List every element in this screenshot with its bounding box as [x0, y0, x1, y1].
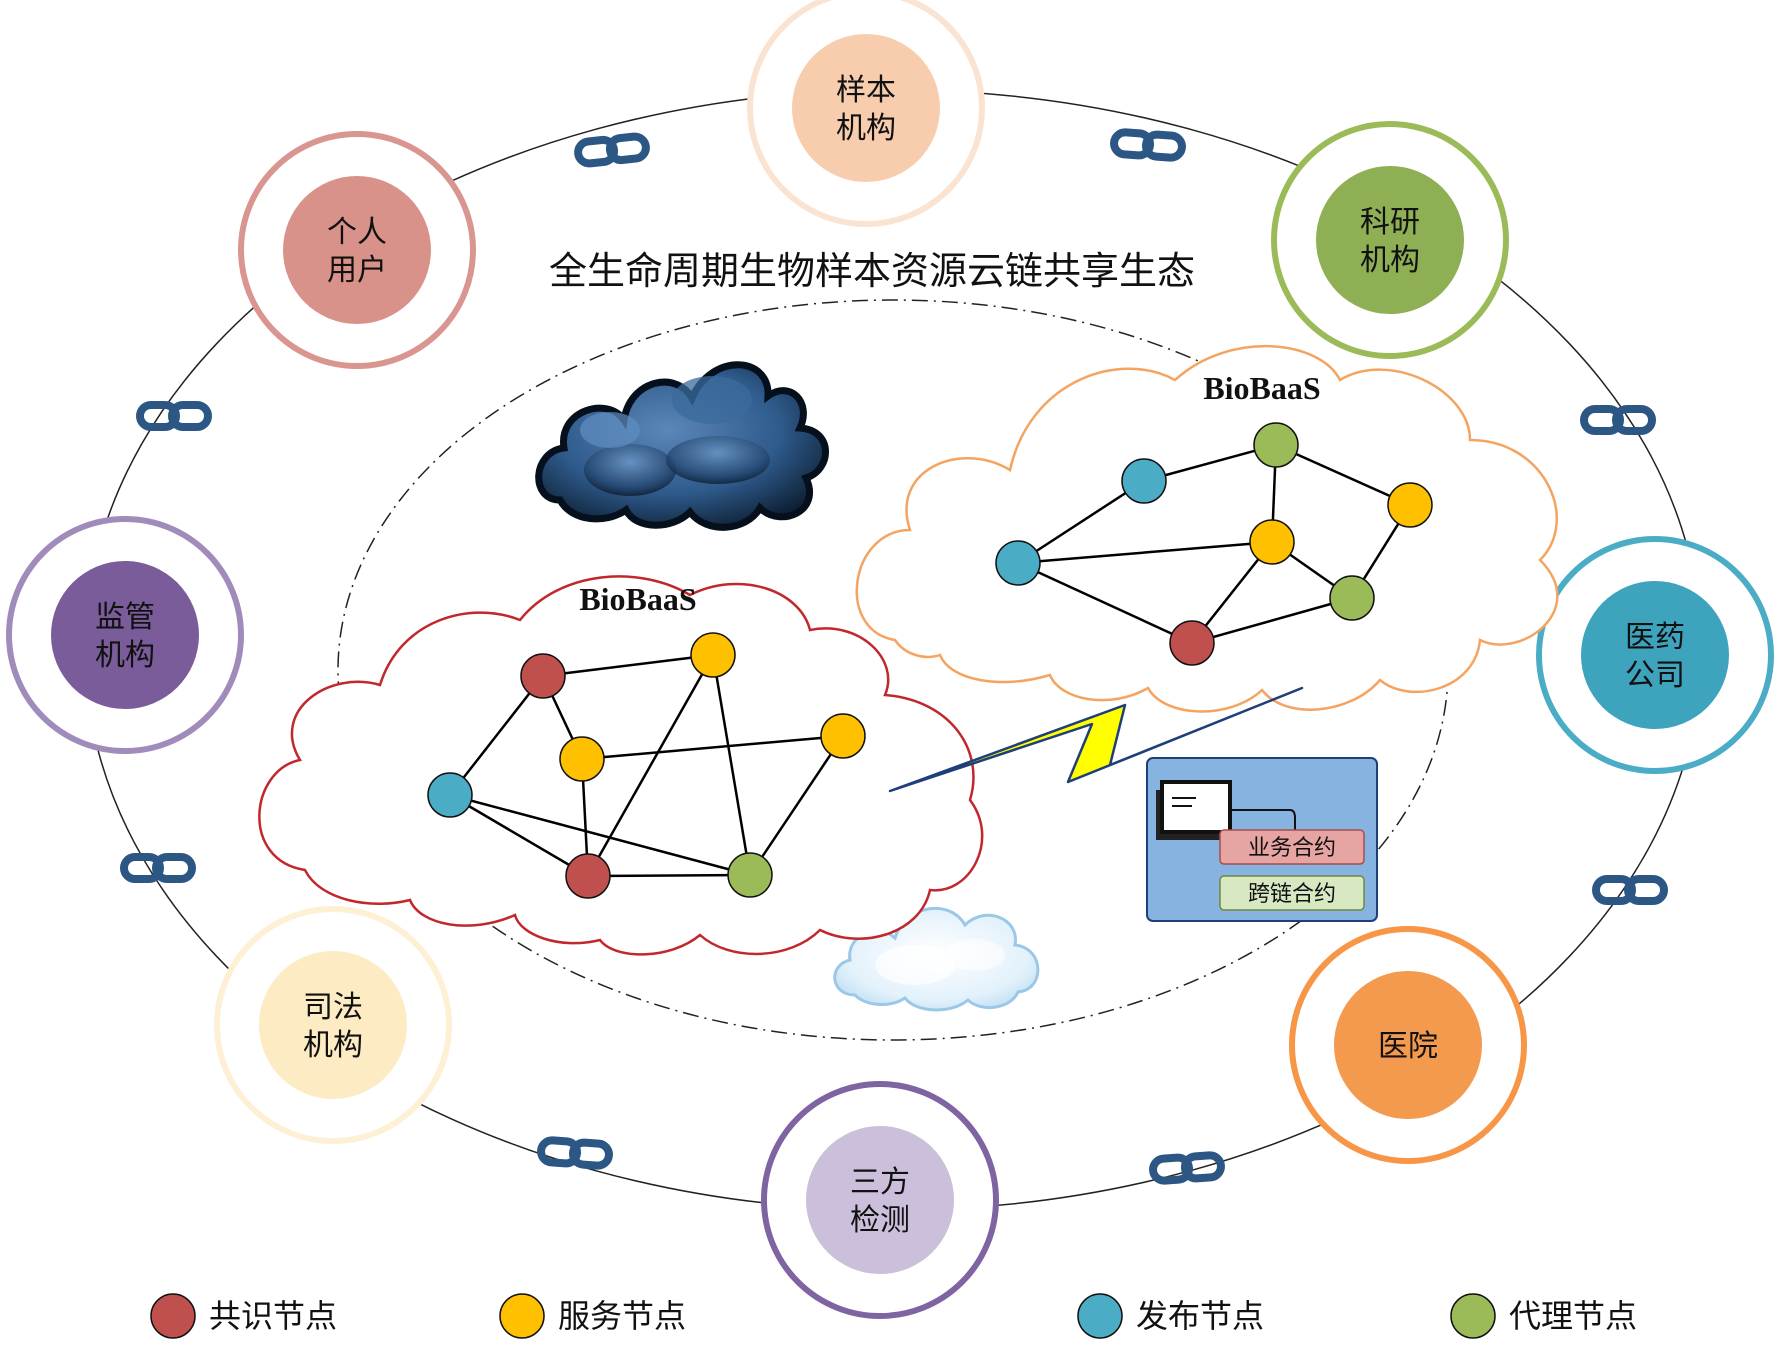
chain-link-icon — [1113, 132, 1182, 159]
node-consensus — [565, 853, 611, 899]
network-edge — [586, 654, 715, 877]
crosschain-contract-label: 跨链合约 — [1248, 882, 1336, 907]
biobaas-cloud-right: BioBaaS — [855, 344, 1559, 713]
network-edge — [748, 735, 845, 876]
org-label-line: 科研 — [1360, 205, 1420, 240]
org-label-line: 检测 — [850, 1203, 910, 1238]
network-edge — [581, 734, 844, 761]
node-service — [1387, 482, 1433, 528]
node-legend: 共识节点 服务节点 发布节点 代理节点 — [150, 1293, 1637, 1339]
org-label-line: 样本 — [836, 73, 896, 108]
org-label-line: 司法 — [303, 990, 363, 1025]
network-edge — [542, 653, 714, 678]
chain-link-icon — [124, 857, 192, 879]
org-label-line: 机构 — [836, 111, 896, 146]
org-label-line: 公司 — [1625, 658, 1685, 693]
node-service — [690, 632, 736, 678]
org-label-line: 医药 — [1625, 620, 1685, 655]
legend-item-publish: 发布节点 — [1077, 1293, 1264, 1339]
network-edge — [449, 793, 589, 878]
org-label-line: 机构 — [95, 638, 155, 673]
node-agent — [1253, 422, 1299, 468]
node-publish — [427, 772, 473, 818]
network-edge — [711, 654, 752, 876]
org-label-line: 个人 — [327, 215, 387, 250]
org-label-line: 机构 — [303, 1028, 363, 1063]
org-node-hospital: 医院 — [1289, 926, 1527, 1164]
legend-label: 服务节点 — [558, 1297, 686, 1335]
org-label-line: 三方 — [850, 1165, 910, 1200]
org-label-line: 医院 — [1378, 1029, 1438, 1064]
legend-item-consensus: 共识节点 — [150, 1293, 337, 1339]
business-contract-label: 业务合约 — [1248, 836, 1336, 861]
chain-link-icon — [1152, 1155, 1221, 1182]
network-edge — [1275, 443, 1411, 507]
network-edge — [449, 793, 751, 877]
legend-item-agent: 代理节点 — [1450, 1293, 1637, 1339]
node-publish — [1121, 458, 1167, 504]
node-agent — [727, 852, 773, 898]
chain-link-icon — [577, 136, 647, 165]
node-agent — [1329, 575, 1375, 621]
legend-label: 代理节点 — [1509, 1297, 1637, 1335]
legend-item-service: 服务节点 — [499, 1293, 686, 1339]
cloud-label-left: BioBaaS — [579, 581, 696, 617]
network-edge — [1017, 540, 1273, 565]
server-icon — [1156, 780, 1296, 840]
legend-swatch — [1077, 1293, 1123, 1339]
legend-label: 共识节点 — [209, 1297, 337, 1335]
lightning-icon — [888, 686, 1304, 793]
network-edge — [449, 675, 544, 796]
chain-link-icon — [540, 1140, 609, 1167]
org-label-line: 用户 — [327, 253, 387, 288]
diagram-title: 全生命周期生物样本资源云链共享生态 — [549, 249, 1195, 293]
network-left — [427, 632, 866, 899]
biobaas-cloud-left: BioBaaS — [258, 575, 984, 956]
node-consensus — [520, 653, 566, 699]
network-edge — [1191, 596, 1353, 645]
chain-link-icon — [140, 405, 208, 427]
network-right — [995, 422, 1433, 666]
node-publish — [995, 540, 1041, 586]
node-service — [559, 736, 605, 782]
network-edge — [1017, 561, 1193, 645]
network-edge — [1017, 479, 1145, 565]
legend-label: 发布节点 — [1136, 1297, 1264, 1335]
network-edge — [1143, 443, 1277, 483]
node-service — [820, 713, 866, 759]
chain-link-icon — [1584, 409, 1652, 431]
smart-contract-panel: 业务合约 跨链合约 — [1146, 757, 1378, 922]
network-edge — [587, 873, 751, 878]
node-service — [1249, 519, 1295, 565]
legend-swatch — [1450, 1293, 1496, 1339]
chain-link-icon — [1596, 879, 1664, 901]
legend-swatch — [499, 1293, 545, 1339]
cloud-label-right: BioBaaS — [1203, 370, 1320, 406]
legend-swatch — [150, 1293, 196, 1339]
org-label-line: 监管 — [95, 600, 155, 635]
storm-cloud-icon — [535, 361, 829, 531]
node-consensus — [1169, 620, 1215, 666]
org-label-line: 机构 — [1360, 243, 1420, 278]
